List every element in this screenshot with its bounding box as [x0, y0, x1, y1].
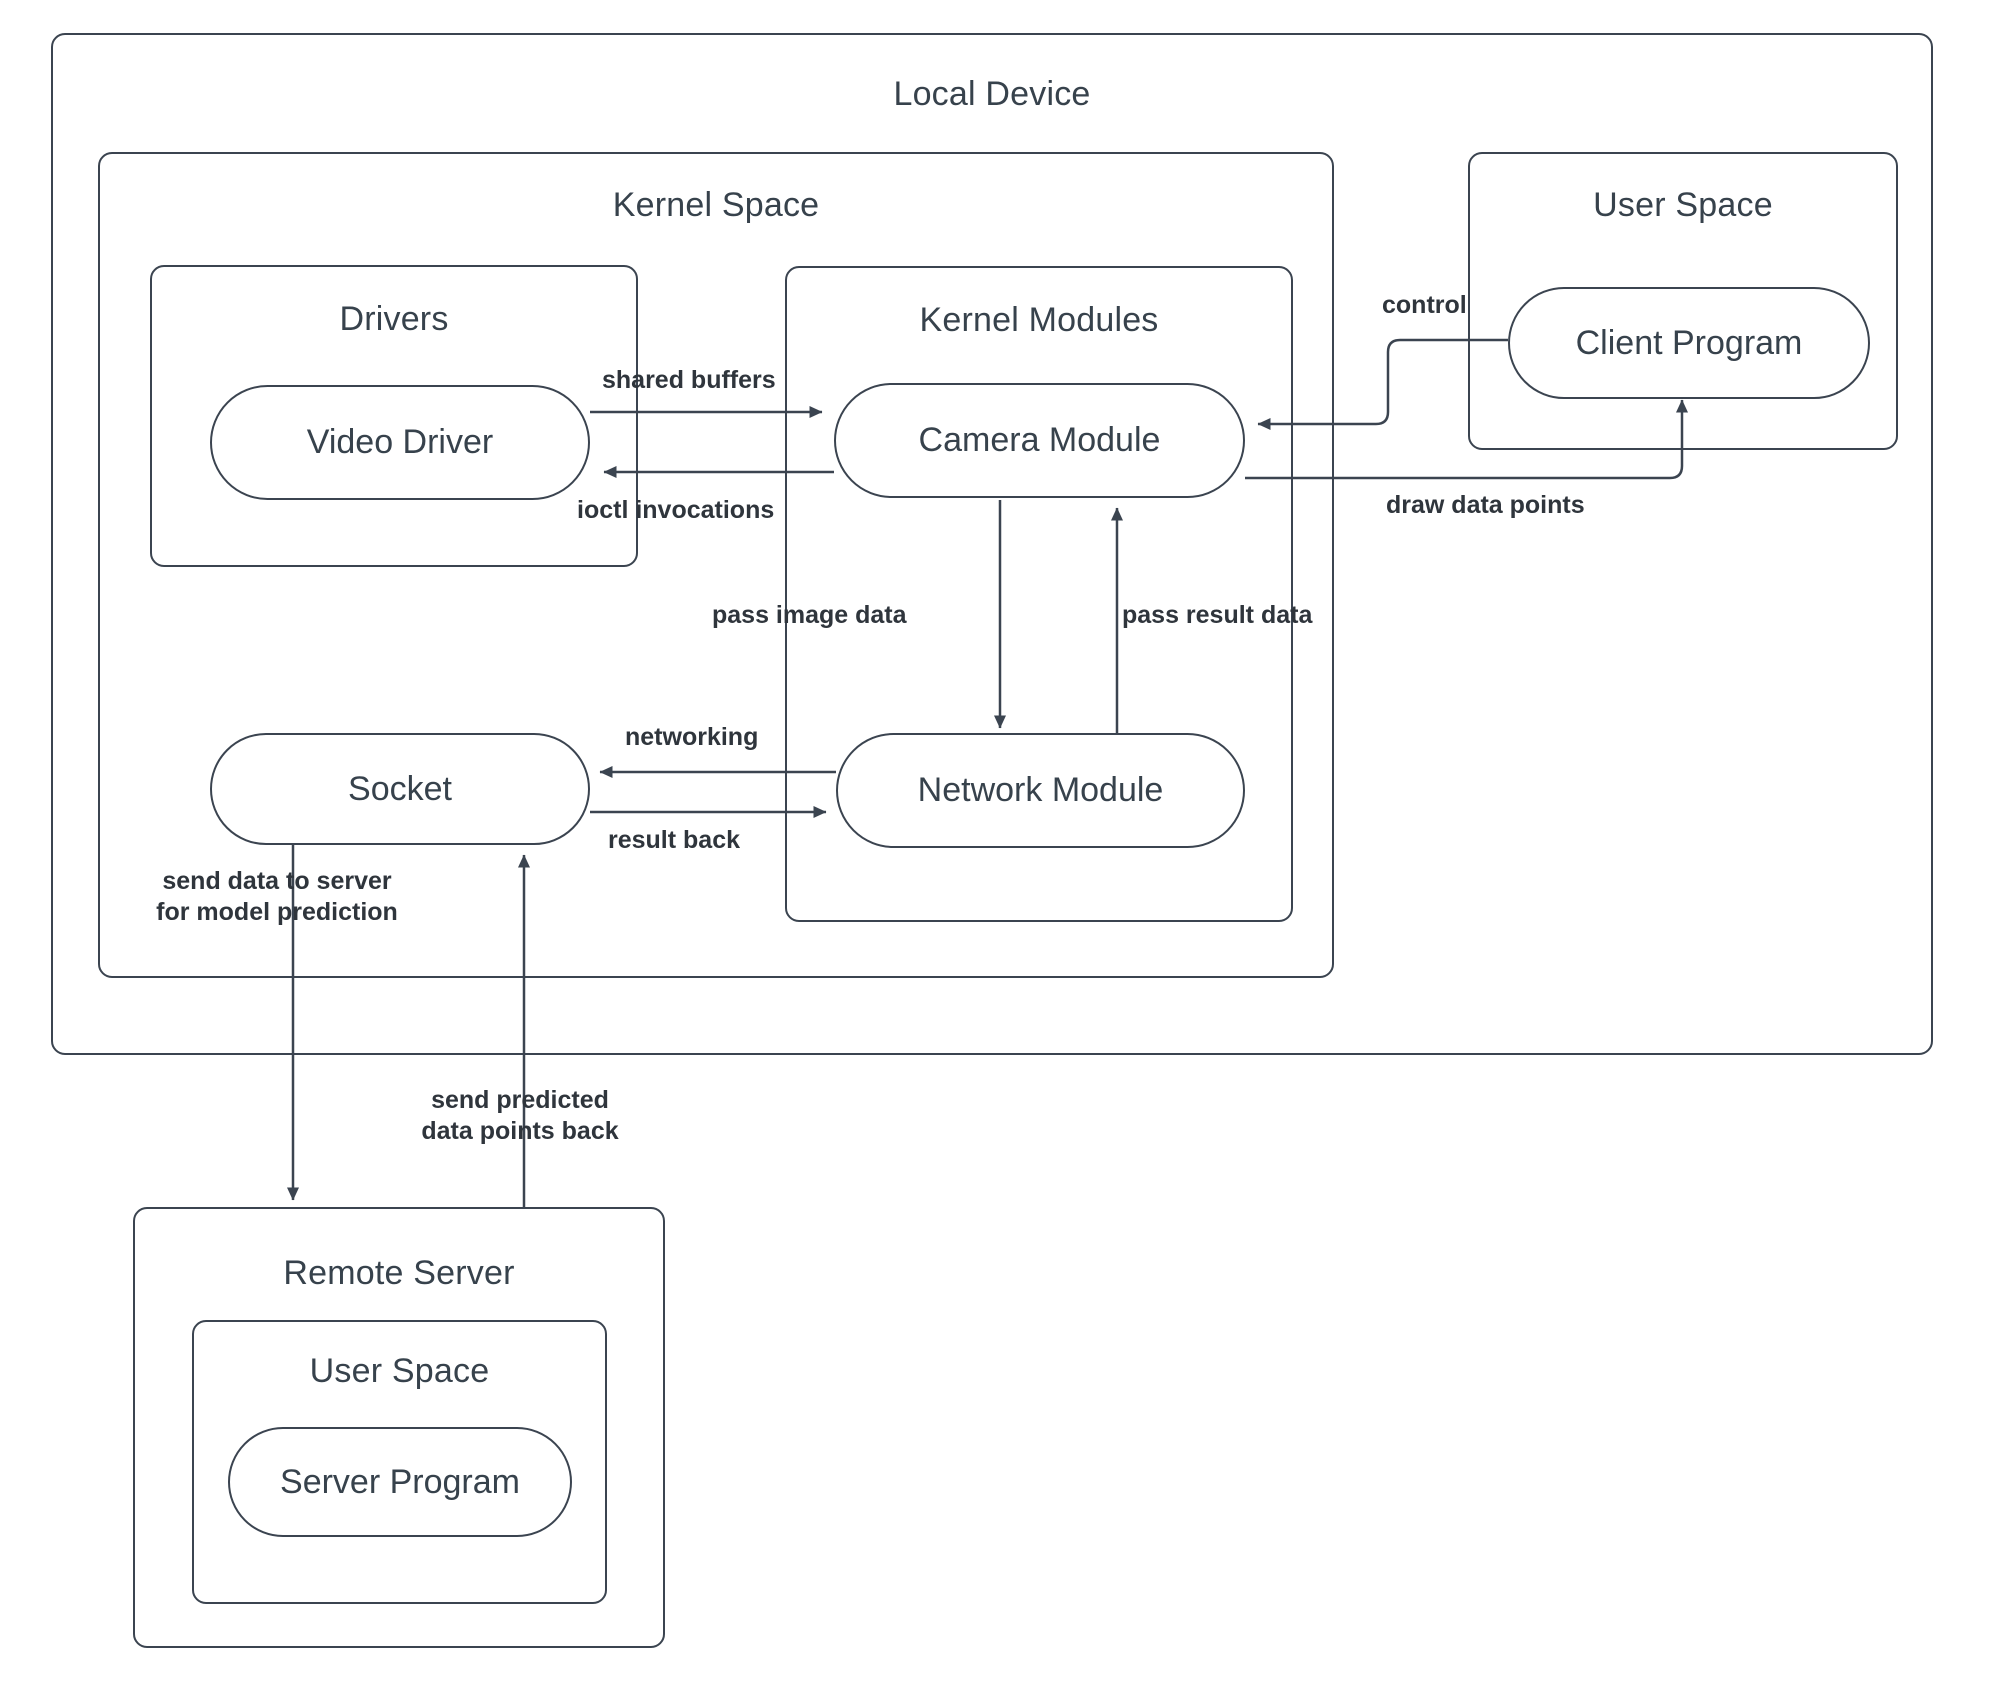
node-network-module[interactable]: Network Module	[836, 733, 1245, 848]
node-camera-module[interactable]: Camera Module	[834, 383, 1245, 498]
edge-label-draw-data-points: draw data points	[1386, 491, 1585, 519]
edge-label-ioctl-invocations: ioctl invocations	[577, 496, 775, 524]
edge-label-send-predicted-points-back: send predicted data points back	[370, 1085, 670, 1146]
user-space-remote-title: User Space	[309, 1352, 490, 1390]
node-server-program[interactable]: Server Program	[228, 1427, 572, 1537]
local-device-title: Local Device	[893, 75, 1091, 113]
send-data-to-server-line2: for model prediction	[156, 897, 398, 926]
send-data-to-server-line1: send data to server	[162, 867, 392, 895]
remote-server-container: Remote Server	[133, 1207, 665, 1648]
edge-label-networking: networking	[625, 723, 759, 751]
network-module-label: Network Module	[917, 771, 1164, 809]
local-device-container: Local Device	[51, 33, 1933, 1055]
user-space-local-container: User Space	[1468, 152, 1898, 450]
socket-label: Socket	[348, 769, 452, 808]
edge-label-send-data-to-server: send data to server for model prediction	[112, 866, 442, 927]
remote-server-title: Remote Server	[283, 1254, 515, 1292]
edge-control	[1257, 338, 1508, 430]
edge-label-pass-image-data: pass image data	[712, 601, 907, 629]
send-predicted-points-back-line2: data points back	[421, 1116, 619, 1145]
node-video-driver[interactable]: Video Driver	[210, 385, 590, 500]
drivers-title: Drivers	[339, 300, 449, 338]
node-socket[interactable]: Socket	[210, 733, 590, 845]
client-program-label: Client Program	[1575, 323, 1803, 362]
kernel-modules-title: Kernel Modules	[919, 301, 1159, 339]
edge-label-shared-buffers: shared buffers	[602, 366, 776, 394]
send-predicted-points-back-line1: send predicted	[431, 1086, 609, 1114]
edge-label-control: control	[1382, 291, 1467, 319]
kernel-modules-container: Kernel Modules	[785, 266, 1293, 922]
kernel-space-container: Kernel Space	[98, 152, 1334, 978]
server-program-label: Server Program	[280, 1462, 520, 1501]
drivers-container: Drivers	[150, 265, 638, 567]
edge-label-pass-result-data: pass result data	[1122, 601, 1313, 629]
user-space-local-title: User Space	[1593, 186, 1773, 224]
edge-label-result-back: result back	[608, 826, 741, 854]
edge-draw-data-points	[1245, 399, 1688, 480]
node-client-program[interactable]: Client Program	[1508, 287, 1870, 399]
user-space-remote-container: User Space	[192, 1320, 607, 1604]
kernel-space-title: Kernel Space	[612, 186, 820, 224]
camera-module-label: Camera Module	[918, 421, 1161, 459]
video-driver-label: Video Driver	[306, 423, 494, 461]
